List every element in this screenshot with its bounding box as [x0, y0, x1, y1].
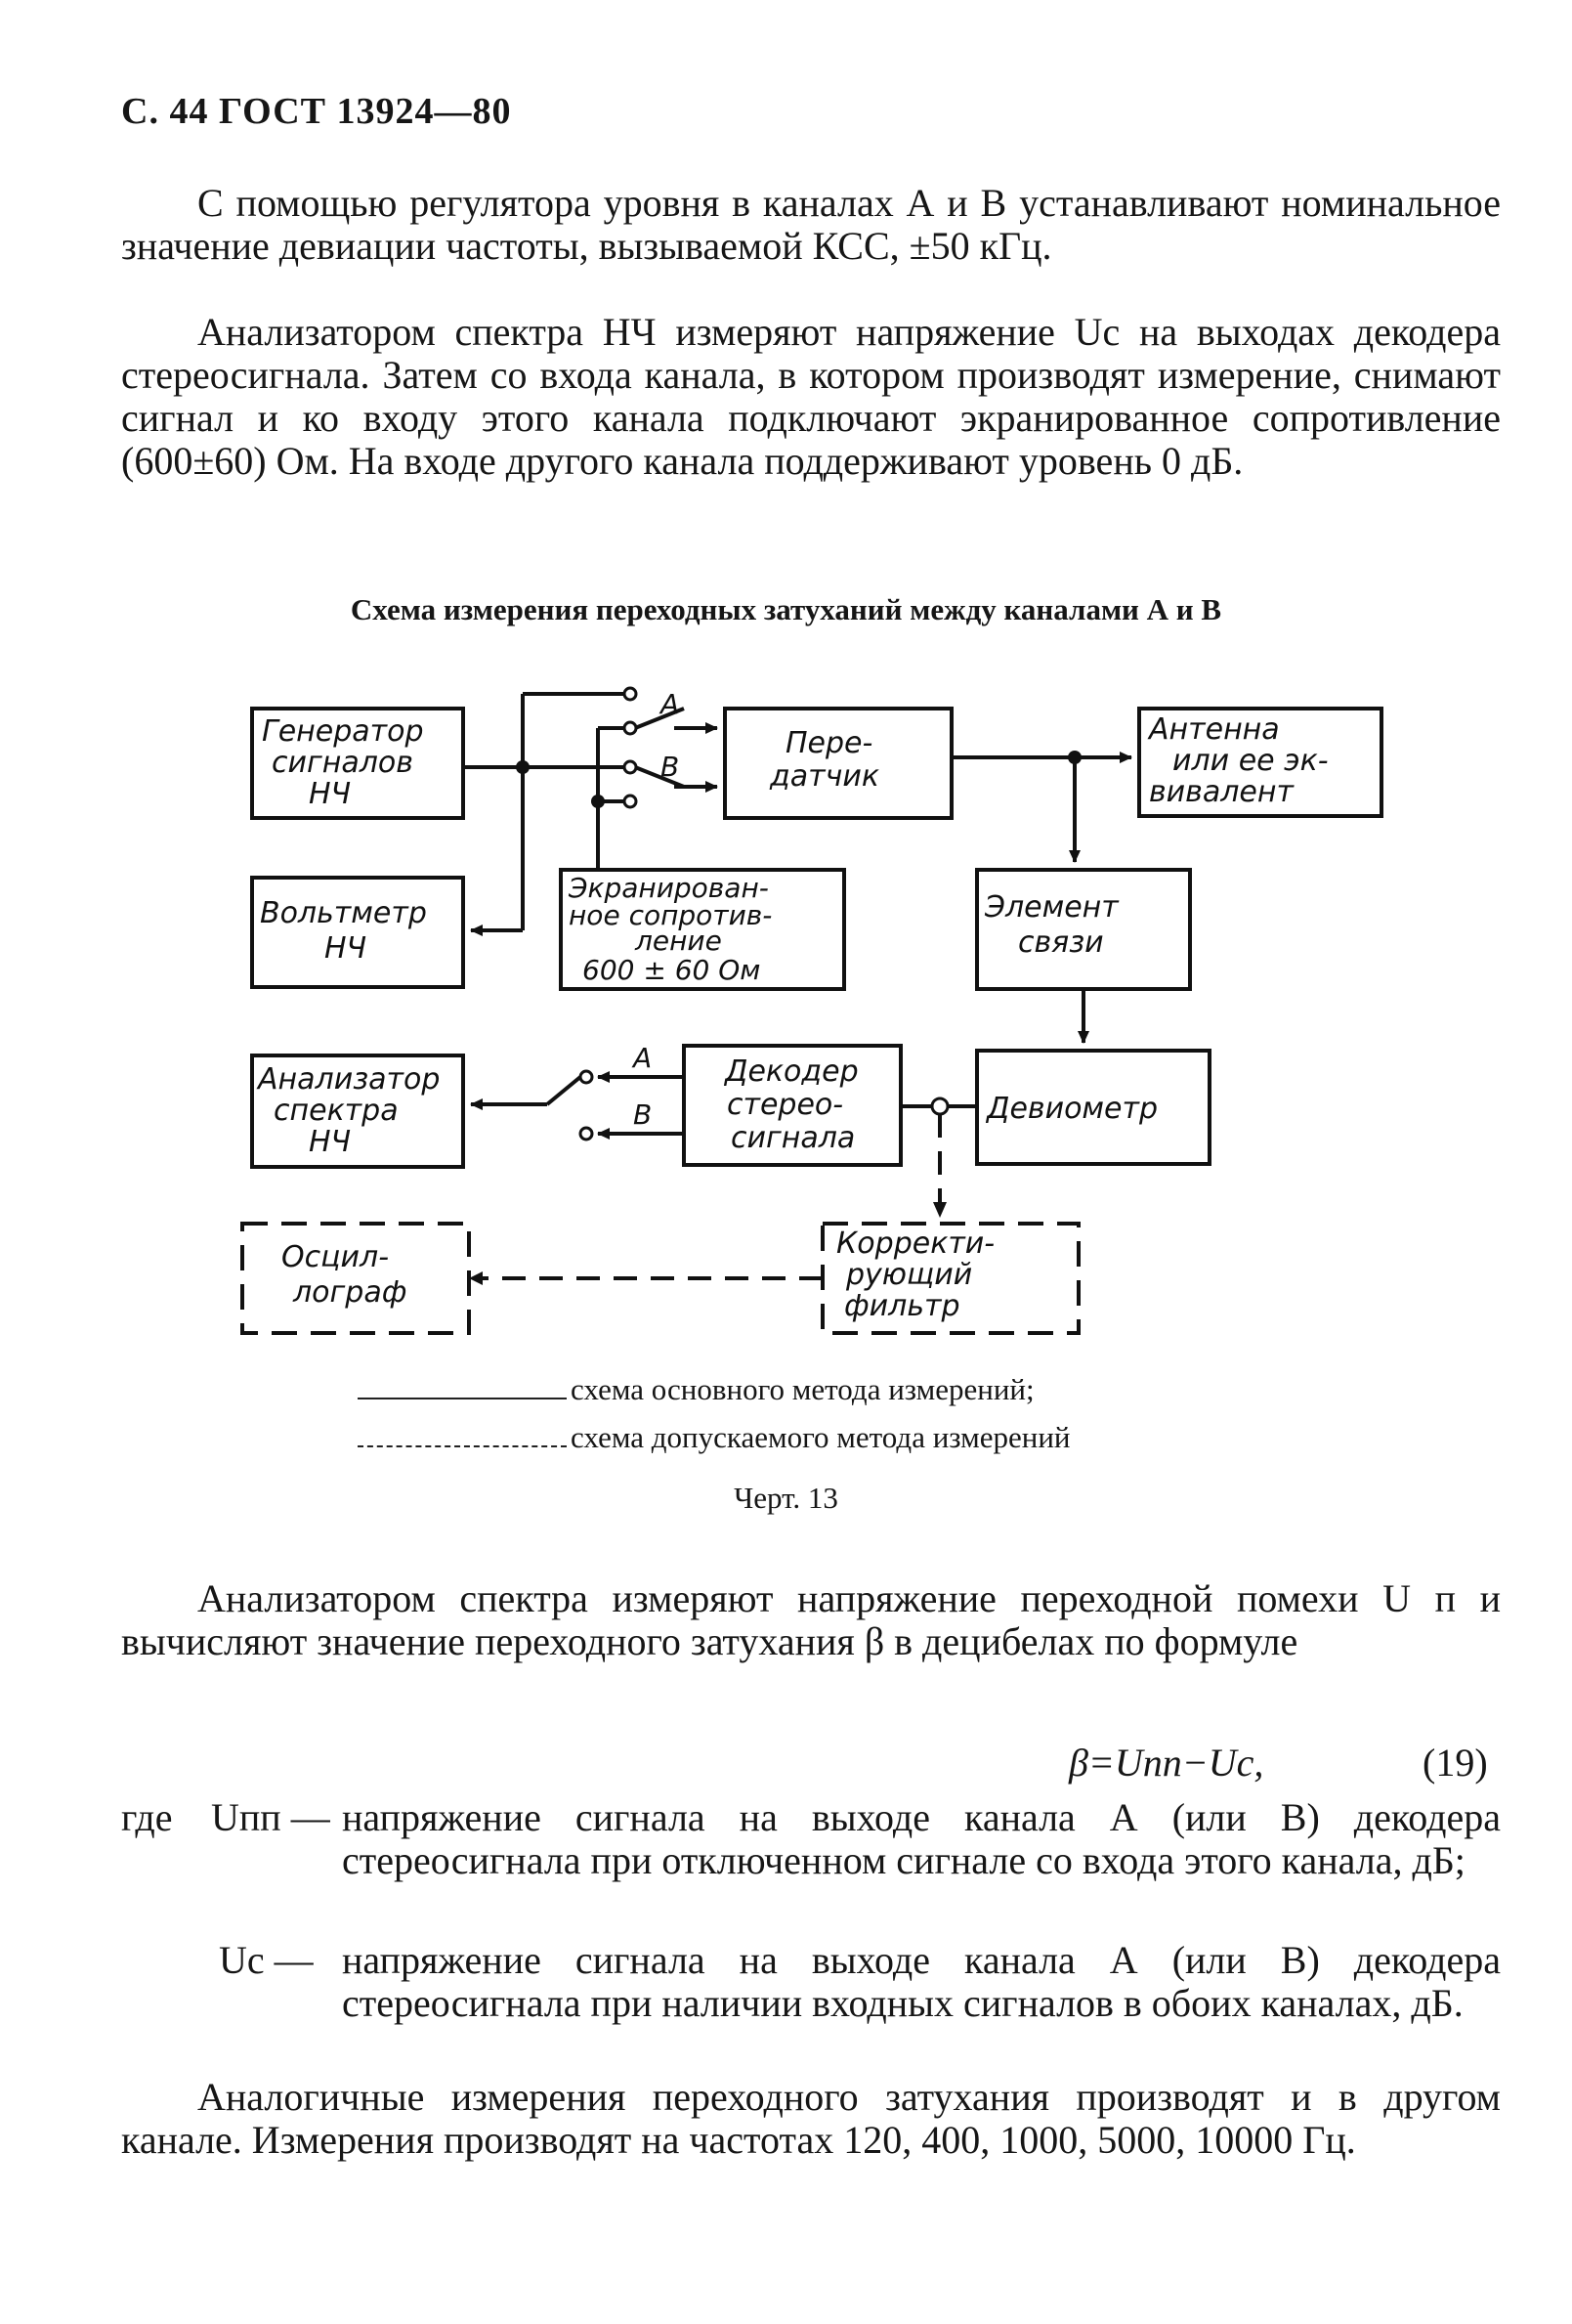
generator-line-2: сигналов	[272, 746, 413, 780]
deviometer-line-1: Девиометр	[985, 1092, 1158, 1126]
definition-where: где	[121, 1795, 173, 1839]
oscillograph-line-2: лограф	[292, 1275, 406, 1310]
decoder-switch-label-b: В	[633, 1098, 652, 1131]
analyzer-line-1: Анализатор	[256, 1062, 440, 1097]
generator-line-1: Генератор	[262, 714, 424, 749]
transmitter-line-1: Пере-	[786, 726, 872, 760]
legend-dashed: схема допускаемого метода измерений	[358, 1420, 1071, 1455]
decoder-block	[682, 1044, 903, 1167]
definition-2-text: напряжение сигнала на выходе канала А (и…	[342, 1938, 1501, 2025]
paragraph-2: Анализатором спектра НЧ измеряют напряже…	[121, 310, 1501, 483]
coupling-line-2: связи	[1018, 925, 1104, 960]
resistance-line-4: 600 ± 60 Ом	[582, 954, 760, 986]
voltmeter-block	[250, 876, 465, 989]
legend-solid: схема основного метода измерений;	[358, 1372, 1035, 1407]
legend-solid-line	[358, 1398, 567, 1399]
paragraph-3: Анализатором спектра измеряют напряжение…	[121, 1576, 1501, 1663]
decoder-switch-label-a: А	[631, 1042, 652, 1074]
switch-label-b: В	[660, 751, 679, 783]
coupling-line-1: Элемент	[984, 890, 1120, 925]
oscillograph-line-1: Осцил-	[281, 1240, 389, 1274]
filter-line-3: фильтр	[844, 1289, 960, 1323]
voltmeter-line-2: НЧ	[324, 931, 366, 966]
definition-2-term: Uс —	[219, 1938, 314, 1982]
decoder-line-3: сигнала	[731, 1121, 855, 1155]
figure-label: Черт. 13	[734, 1481, 838, 1515]
decoder-line-1: Декодер	[723, 1054, 859, 1089]
formula-number: (19)	[1423, 1741, 1488, 1785]
switch-label-a: А	[659, 688, 679, 720]
resistance-line-3: ление	[634, 925, 722, 957]
decoder-line-2: стерео-	[727, 1088, 843, 1122]
definition-1-text: напряжение сигнала на выходе канала А (и…	[342, 1795, 1501, 1882]
definition-1-term: Uпп —	[211, 1795, 330, 1839]
transmitter-block	[723, 707, 954, 820]
coupling-block	[975, 868, 1192, 991]
antenna-block	[1137, 707, 1383, 818]
paragraph-4: Аналогичные измерения переходного затуха…	[121, 2075, 1501, 2162]
analyzer-block	[250, 1054, 465, 1169]
antenna-line-3: вивалент	[1149, 775, 1295, 809]
resistance-block	[559, 868, 846, 991]
voltmeter-line-1: Вольтметр	[260, 896, 427, 930]
legend-dashed-line	[358, 1445, 567, 1447]
analyzer-line-2: спектра	[274, 1094, 399, 1128]
generator-block	[250, 707, 465, 820]
legend-solid-label: схема основного метода измерений;	[571, 1372, 1035, 1406]
filter-line-1: Корректи-	[836, 1227, 995, 1261]
page-header: С. 44 ГОСТ 13924—80	[121, 91, 512, 132]
antenna-line-1: Антенна	[1147, 712, 1280, 747]
generator-line-3: НЧ	[309, 777, 351, 811]
resistance-line-2: ное сопротив-	[569, 899, 772, 931]
transmitter-line-2: датчик	[769, 759, 879, 794]
measurement-diagram: А В А В Генерато	[240, 686, 1383, 1335]
legend-dashed-label: схема допускаемого метода измерений	[571, 1420, 1071, 1454]
diagram-caption: Схема измерения переходных затуханий меж…	[350, 592, 1222, 626]
paragraph-1: С помощью регулятора уровня в каналах А …	[121, 181, 1501, 268]
resistance-line-1: Экранирован-	[568, 872, 769, 904]
filter-line-2: рующий	[845, 1258, 972, 1292]
analyzer-line-3: НЧ	[309, 1125, 351, 1159]
formula: β=Uпп−Uс,	[1069, 1741, 1264, 1785]
antenna-line-2: или ее эк-	[1172, 744, 1329, 778]
